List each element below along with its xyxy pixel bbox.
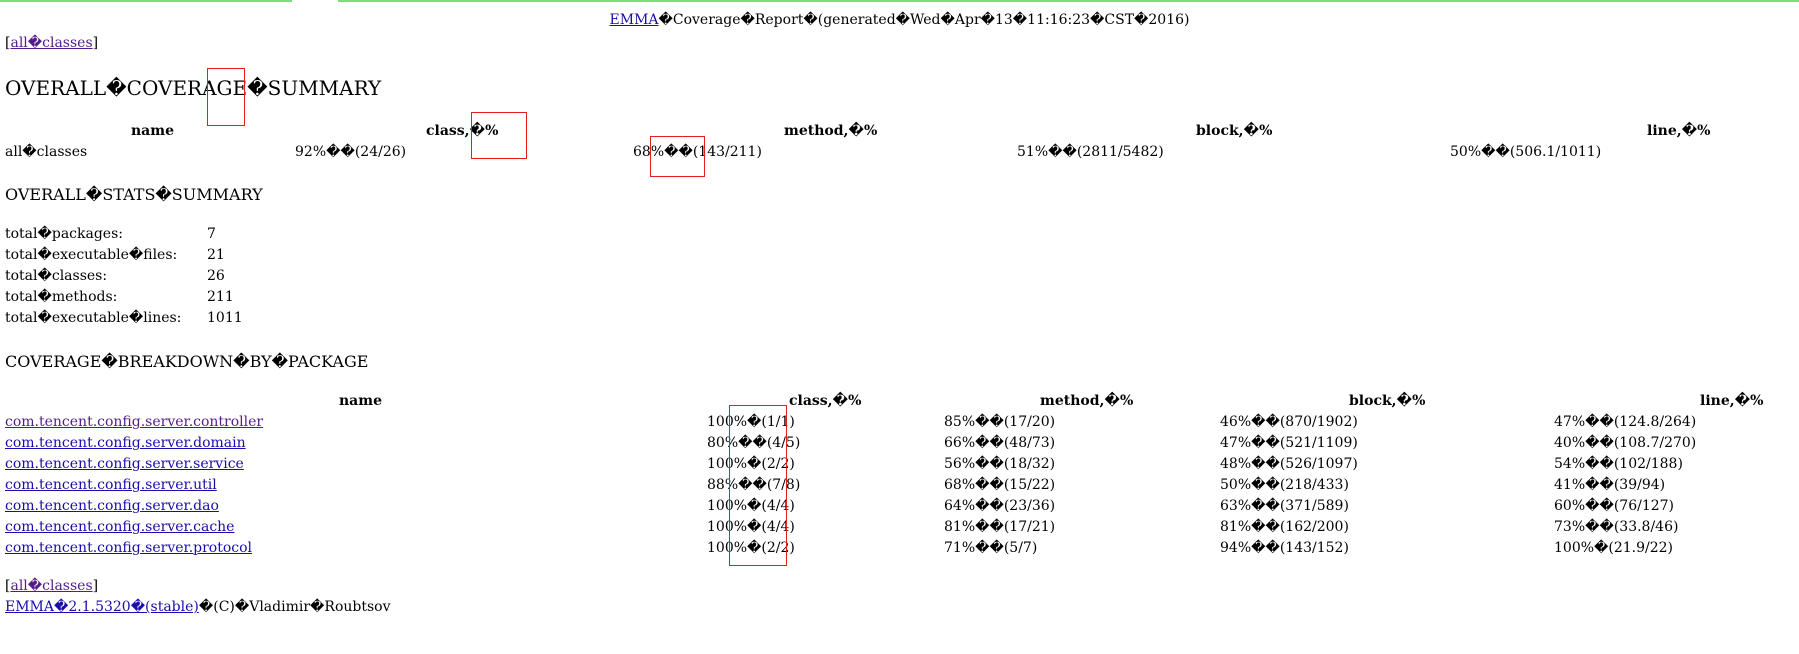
bd-row-line: 54%��(102/188) bbox=[1554, 456, 1683, 472]
bd-row-method: 56%��(18/32) bbox=[944, 456, 1056, 472]
bd-col-header-class: class,�% bbox=[789, 393, 862, 409]
footer-credit: EMMA�2.1.5320�(stable)�(C)�Vladimir�Roub… bbox=[5, 599, 391, 615]
stats-value-methods: 211 bbox=[207, 289, 234, 305]
col-header-method: method,�% bbox=[784, 123, 878, 139]
bd-row-method: 85%��(17/20) bbox=[944, 414, 1056, 430]
col-header-line: line,�% bbox=[1647, 123, 1711, 139]
bd-row-method: 81%��(17/21) bbox=[944, 519, 1056, 535]
overall-coverage-heading: OVERALL�COVERAGE�SUMMARY bbox=[5, 76, 382, 100]
bd-row-block: 81%��(162/200) bbox=[1220, 519, 1349, 535]
stats-label-methods: total�methods: bbox=[5, 289, 118, 305]
top-bar-segment-right bbox=[338, 0, 1799, 2]
bd-row-class: 100%�(2/2) bbox=[707, 540, 795, 556]
stats-value-packages: 7 bbox=[207, 226, 216, 242]
col-header-block: block,�% bbox=[1196, 123, 1273, 139]
package-link-cache[interactable]: com.tencent.config.server.cache bbox=[5, 519, 235, 535]
bd-row-method: 71%��(5/7) bbox=[944, 540, 1038, 556]
package-link-dao[interactable]: com.tencent.config.server.dao bbox=[5, 498, 219, 514]
bracket-open: [ bbox=[5, 578, 11, 594]
bd-row-line: 100%�(21.9/22) bbox=[1554, 540, 1674, 556]
bd-row-line: 73%��(33.8/46) bbox=[1554, 519, 1679, 535]
bd-row-class: 88%��(7/8) bbox=[707, 477, 801, 493]
bd-row-class: 100%�(4/4) bbox=[707, 519, 795, 535]
bd-row-block: 48%��(526/1097) bbox=[1220, 456, 1358, 472]
col-header-name: name bbox=[131, 123, 174, 139]
emma-version-link[interactable]: EMMA�2.1.5320�(stable) bbox=[5, 599, 199, 615]
bd-row-class: 80%��(4/5) bbox=[707, 435, 801, 451]
bd-col-header-name: name bbox=[339, 393, 382, 409]
bd-row-block: 63%��(371/589) bbox=[1220, 498, 1349, 514]
bd-row-method: 66%��(48/73) bbox=[944, 435, 1056, 451]
bd-row-method: 68%��(15/22) bbox=[944, 477, 1056, 493]
stats-label-packages: total�packages: bbox=[5, 226, 123, 242]
bd-row-line: 60%��(76/127) bbox=[1554, 498, 1675, 514]
stats-label-lines: total�executable�lines: bbox=[5, 310, 182, 326]
bracket-open: [ bbox=[5, 35, 11, 51]
package-link-domain[interactable]: com.tencent.config.server.domain bbox=[5, 435, 246, 451]
stats-value-classes: 26 bbox=[207, 268, 225, 284]
col-header-class: class,�% bbox=[426, 123, 499, 139]
emma-link[interactable]: EMMA bbox=[609, 12, 659, 28]
top-bar bbox=[0, 0, 1799, 2]
page-header: EMMA�Coverage�Report�(generated�Wed�Apr�… bbox=[0, 12, 1799, 28]
bd-col-header-line: line,�% bbox=[1700, 393, 1764, 409]
bd-row-method: 64%��(23/36) bbox=[944, 498, 1056, 514]
top-bar-segment-left bbox=[0, 0, 292, 2]
bottom-nav: [all�classes] bbox=[5, 578, 98, 594]
stats-value-lines: 1011 bbox=[207, 310, 243, 326]
bd-row-line: 47%��(124.8/264) bbox=[1554, 414, 1697, 430]
stats-label-files: total�executable�files: bbox=[5, 247, 178, 263]
package-link-util[interactable]: com.tencent.config.server.util bbox=[5, 477, 217, 493]
stats-label-classes: total�classes: bbox=[5, 268, 108, 284]
package-link-controller[interactable]: com.tencent.config.server.controller bbox=[5, 414, 264, 430]
bd-row-class: 100%�(4/4) bbox=[707, 498, 795, 514]
bd-row-block: 47%��(521/1109) bbox=[1220, 435, 1358, 451]
overall-row-method: 68%��(143/211) bbox=[633, 144, 762, 160]
bd-row-block: 46%��(870/1902) bbox=[1220, 414, 1358, 430]
bd-row-block: 50%��(218/433) bbox=[1220, 477, 1349, 493]
credit-text: �(C)�Vladimir�Roubtsov bbox=[198, 599, 391, 615]
all-classes-link[interactable]: all�classes bbox=[10, 35, 93, 51]
bd-row-line: 41%��(39/94) bbox=[1554, 477, 1666, 493]
top-nav: [all�classes] bbox=[5, 35, 98, 51]
package-link-protocol[interactable]: com.tencent.config.server.protocol bbox=[5, 540, 253, 556]
overall-stats-heading: OVERALL�STATS�SUMMARY bbox=[5, 185, 263, 204]
breakdown-heading: COVERAGE�BREAKDOWN�BY�PACKAGE bbox=[5, 352, 369, 371]
overall-row-name: all�classes bbox=[5, 144, 88, 160]
overall-row-line: 50%��(506.1/1011) bbox=[1450, 144, 1602, 160]
overall-row-class: 92%��(24/26) bbox=[295, 144, 407, 160]
bd-row-class: 100%�(1/1) bbox=[707, 414, 795, 430]
overall-row-block: 51%��(2811/5482) bbox=[1017, 144, 1164, 160]
bd-row-line: 40%��(108.7/270) bbox=[1554, 435, 1697, 451]
all-classes-link-bottom[interactable]: all�classes bbox=[10, 578, 93, 594]
header-title-text: �Coverage�Report�(generated�Wed�Apr�13�1… bbox=[658, 12, 1190, 28]
bracket-close: ] bbox=[92, 35, 99, 51]
bd-row-block: 94%��(143/152) bbox=[1220, 540, 1349, 556]
package-link-service[interactable]: com.tencent.config.server.service bbox=[5, 456, 244, 472]
bracket-close: ] bbox=[92, 578, 99, 594]
bd-row-class: 100%�(2/2) bbox=[707, 456, 795, 472]
bd-col-header-method: method,�% bbox=[1040, 393, 1134, 409]
stats-value-files: 21 bbox=[207, 247, 225, 263]
bd-col-header-block: block,�% bbox=[1349, 393, 1426, 409]
